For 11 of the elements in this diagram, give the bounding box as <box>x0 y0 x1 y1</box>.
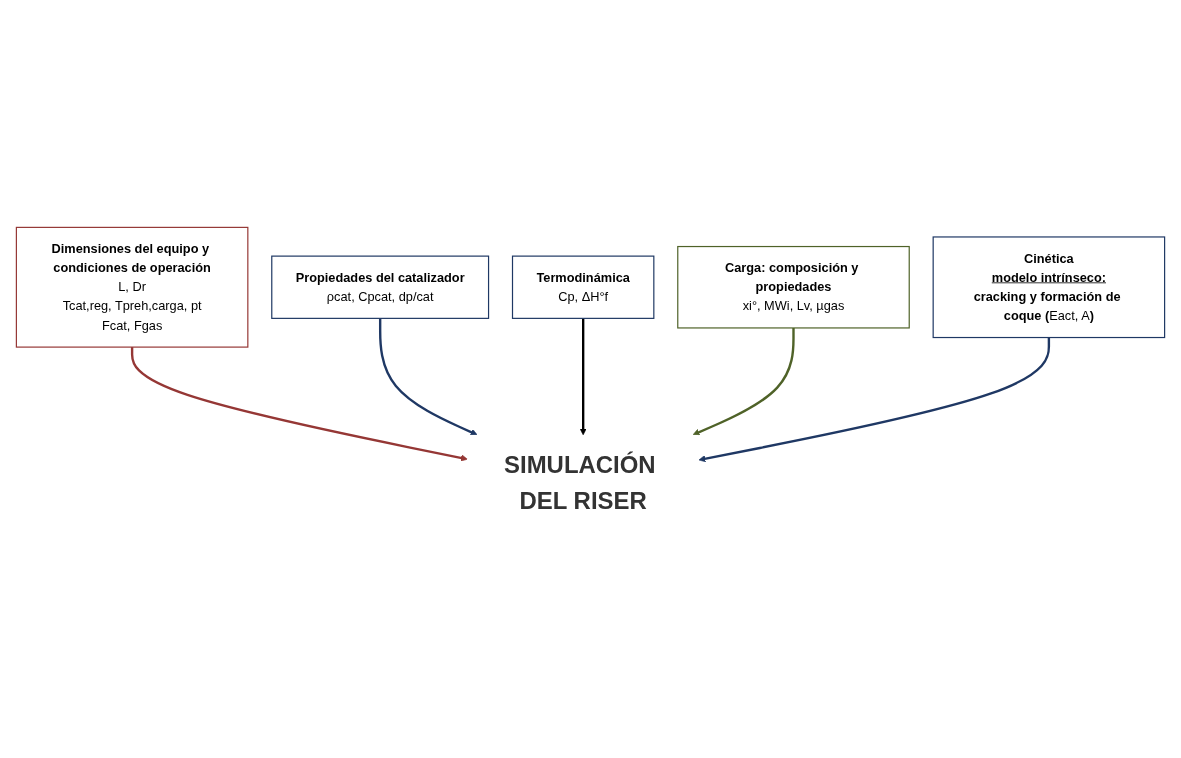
node-box: Propiedades del catalizador ρcat, Cpcat, dp/cat <box>271 255 490 319</box>
arrow <box>698 337 1051 463</box>
node-box: Carga: composición y propiedades xi°, MWi, Lv, µgas <box>677 245 910 329</box>
arrow <box>378 318 478 436</box>
node-box: Termodinámica Cp, ΔH°f <box>511 255 655 319</box>
arrow <box>130 347 468 462</box>
arrow <box>692 327 795 436</box>
arrow <box>579 318 587 436</box>
node-box: Dimensiones del equipo y condiciones de operación L, Dr Tcat,reg, Tpreh,carga, pt Fcat, Fgas <box>15 226 249 348</box>
node-text: SIMULACIÓN DEL RISER <box>504 451 656 514</box>
node-box: Cinética modelo intrínseco: cracking y formación de coque (Eact, A) <box>932 236 1166 339</box>
